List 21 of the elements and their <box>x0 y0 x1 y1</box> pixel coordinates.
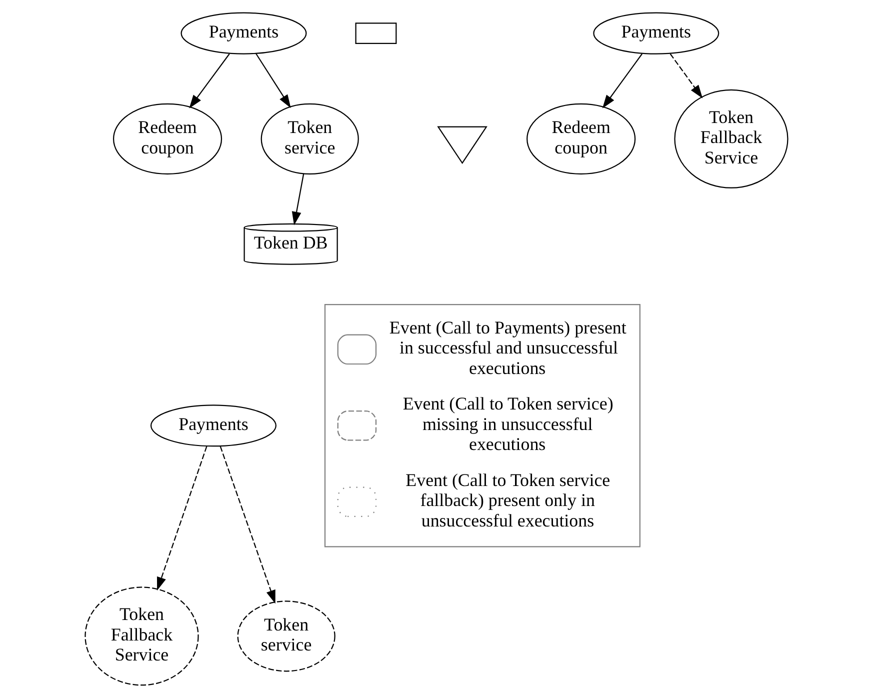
arrow <box>156 446 207 591</box>
node-arrow <box>436 126 487 164</box>
node-ellipse: Token service <box>236 600 335 672</box>
node-ellipse: Payments <box>180 12 306 54</box>
node-box <box>354 22 396 44</box>
node-ellipse: Payments <box>592 12 719 54</box>
arrow <box>255 54 290 108</box>
node-ellipse: Token Fallback Service <box>674 89 788 188</box>
arrow <box>188 54 230 108</box>
node-ellipse: Token service <box>260 103 358 174</box>
node-ellipse: Token Fallback Service <box>84 586 198 686</box>
arrow <box>669 54 702 98</box>
arrow <box>291 174 304 226</box>
node-ellipse: Payments <box>150 404 276 447</box>
legend-label: Event (Call to Token service fallback) present only in unsuccessful executions <box>405 470 610 530</box>
node-ellipse: Redeem coupon <box>112 103 222 174</box>
legend-label: Event (Call to Token service) missing in unsuccessful executions <box>402 394 613 454</box>
arrow <box>219 446 275 604</box>
node-ellipse: Redeem coupon <box>526 103 636 174</box>
legend-label: Event (Call to Payments) present in successful and unsuccessful executions <box>388 318 626 378</box>
arrow <box>602 54 642 108</box>
